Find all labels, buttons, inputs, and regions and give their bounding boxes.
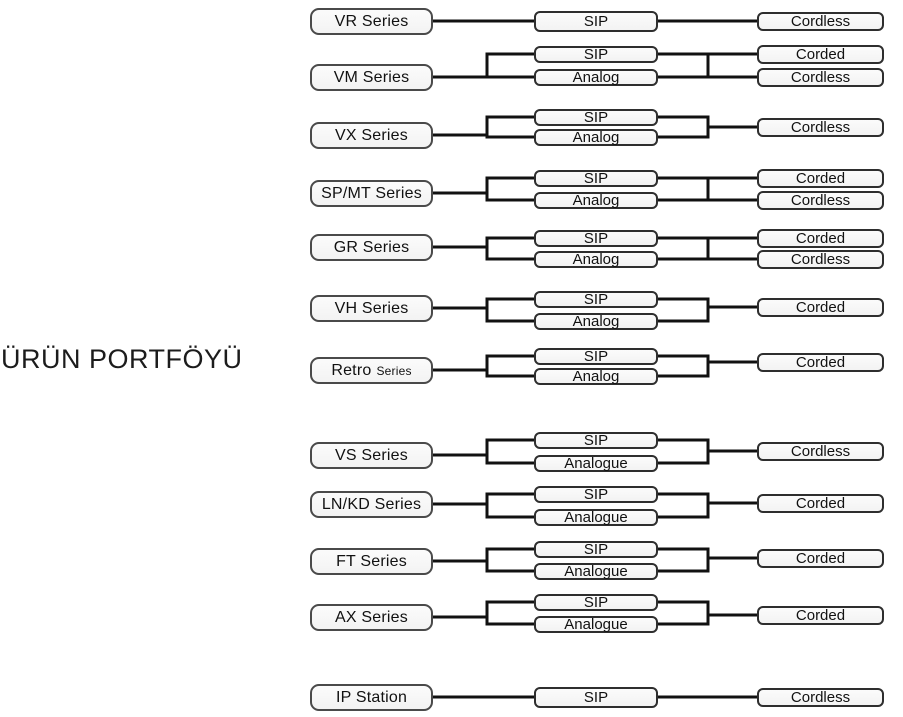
protocol-box: Analog — [534, 69, 658, 86]
series-box: GR Series — [310, 234, 433, 261]
protocol-box: SIP — [534, 687, 658, 708]
protocol-box: SIP — [534, 486, 658, 503]
series-box: SP/MT Series — [310, 180, 433, 207]
output-box: Cordless — [757, 191, 884, 210]
protocol-box: SIP — [534, 291, 658, 308]
output-box: Cordless — [757, 12, 884, 31]
protocol-box: SIP — [534, 594, 658, 611]
output-box: Corded — [757, 45, 884, 64]
protocol-box: SIP — [534, 348, 658, 365]
series-box: VM Series — [310, 64, 433, 91]
output-box: Corded — [757, 353, 884, 372]
protocol-box: Analog — [534, 251, 658, 268]
protocol-box: Analog — [534, 192, 658, 209]
output-box: Corded — [757, 298, 884, 317]
protocol-box: SIP — [534, 541, 658, 558]
output-box: Corded — [757, 606, 884, 625]
output-box: Cordless — [757, 688, 884, 707]
protocol-box: Analog — [534, 368, 658, 385]
output-box: Cordless — [757, 118, 884, 137]
output-box: Corded — [757, 169, 884, 188]
series-box: VR Series — [310, 8, 433, 35]
series-box: VS Series — [310, 442, 433, 469]
protocol-box: SIP — [534, 432, 658, 449]
portfolio-title: ÜRÜN PORTFÖYÜ — [1, 344, 243, 374]
protocol-box: SIP — [534, 46, 658, 63]
output-box: Cordless — [757, 68, 884, 87]
protocol-box: Analog — [534, 313, 658, 330]
protocol-box: SIP — [534, 170, 658, 187]
protocol-box: Analogue — [534, 509, 658, 526]
series-box: LN/KD Series — [310, 491, 433, 518]
output-box: Cordless — [757, 250, 884, 269]
series-label-suffix: Series — [376, 363, 412, 378]
output-box: Corded — [757, 494, 884, 513]
protocol-box: Analog — [534, 129, 658, 146]
protocol-box: SIP — [534, 109, 658, 126]
series-box: VX Series — [310, 122, 433, 149]
protocol-box: Analogue — [534, 455, 658, 472]
output-box: Corded — [757, 229, 884, 248]
series-box: FT Series — [310, 548, 433, 575]
output-box: Corded — [757, 549, 884, 568]
protocol-box: SIP — [534, 11, 658, 32]
series-box: IP Station — [310, 684, 433, 711]
series-box: Retro Series — [310, 357, 433, 384]
series-box: VH Series — [310, 295, 433, 322]
series-label-main: Retro — [331, 361, 372, 379]
protocol-box: Analogue — [534, 616, 658, 633]
output-box: Cordless — [757, 442, 884, 461]
protocol-box: SIP — [534, 230, 658, 247]
series-box: AX Series — [310, 604, 433, 631]
protocol-box: Analogue — [534, 563, 658, 580]
